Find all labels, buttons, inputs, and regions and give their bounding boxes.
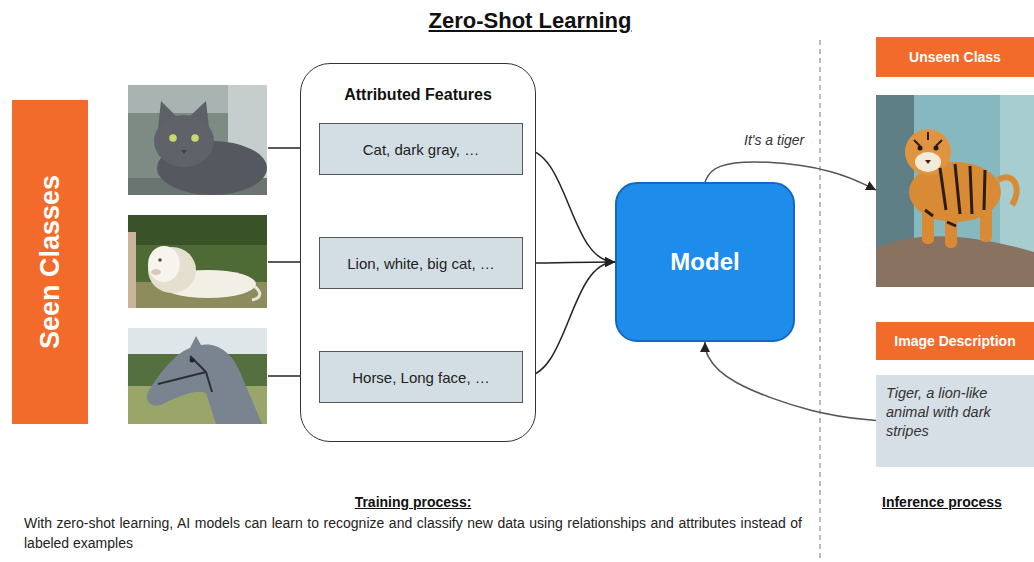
lion-photo [128,232,136,308]
lion-photo [151,269,161,275]
connector-arrow [523,262,615,377]
tiger-photo [934,146,939,151]
diagram-title: Zero-Shot Learning [330,8,730,34]
lion-photo [128,215,267,245]
attribute-box: Horse, Long face, … [319,351,523,403]
image-description-panel: Image DescriptionTiger, a lion-like anim… [876,322,1034,467]
cat-photo [181,150,187,154]
tiger-photo [925,164,985,226]
tiger-photo [922,196,934,244]
feature-text: Horse, Long face, … [352,369,490,386]
panel-header: Unseen Class [876,37,1034,77]
model-box: Model [615,182,795,342]
horse-photo [190,358,195,363]
section-heading: Inference process [882,494,1030,510]
tiger-photo [918,146,923,151]
panel-header: Image Description [876,322,1034,360]
tiger-photo [905,129,951,175]
unseen-class-panel: Unseen Class [876,37,1034,287]
lion-photo [252,286,260,300]
lion-photo [148,247,196,293]
tiger-photo [876,95,1034,287]
lion-photo [148,246,180,282]
panel-heading: Attributed Features [301,86,535,104]
horse-photo [158,356,212,392]
note-text: With zero-shot learning, AI models can l… [24,514,802,553]
separator-line [819,40,820,562]
tiger-photo [876,95,1034,287]
cat-photo [154,115,214,167]
lion-photo [128,215,267,308]
attribute-box: Cat, dark gray, … [319,123,523,175]
attribute-box: Lion, white, big cat, … [319,237,523,289]
horse-photo [147,336,262,424]
tiger-photo [980,200,992,242]
model-text: Model [670,248,739,276]
section-heading: Training process: [299,494,527,510]
feature-panel: Attributed FeaturesCat, dark gray, … Lion… [300,63,536,442]
description-text: Tiger, a lion-like animal with dark stri… [876,375,1034,467]
tiger-photo [914,132,942,146]
class-band: Seen Classes [12,100,88,424]
cat-photo [128,85,267,195]
lion-photo [128,215,267,308]
connector-arrow [705,342,876,421]
horse-photo [128,328,267,424]
edge-label: It's a tiger [741,132,807,148]
connector-arrow [523,149,615,262]
cat-photo [128,85,267,195]
tiger-photo [998,177,1017,205]
cat-photo [169,134,177,142]
connector-arrow [523,262,615,263]
lion-photo [158,258,162,262]
cat-photo [191,134,199,142]
tiger-photo [925,160,931,164]
horse-photo [128,328,267,424]
feature-text: Cat, dark gray, … [363,141,479,158]
band-title: Seen Classes [35,175,66,349]
feature-text: Lion, white, big cat, … [347,255,495,272]
tiger-photo [915,152,941,172]
